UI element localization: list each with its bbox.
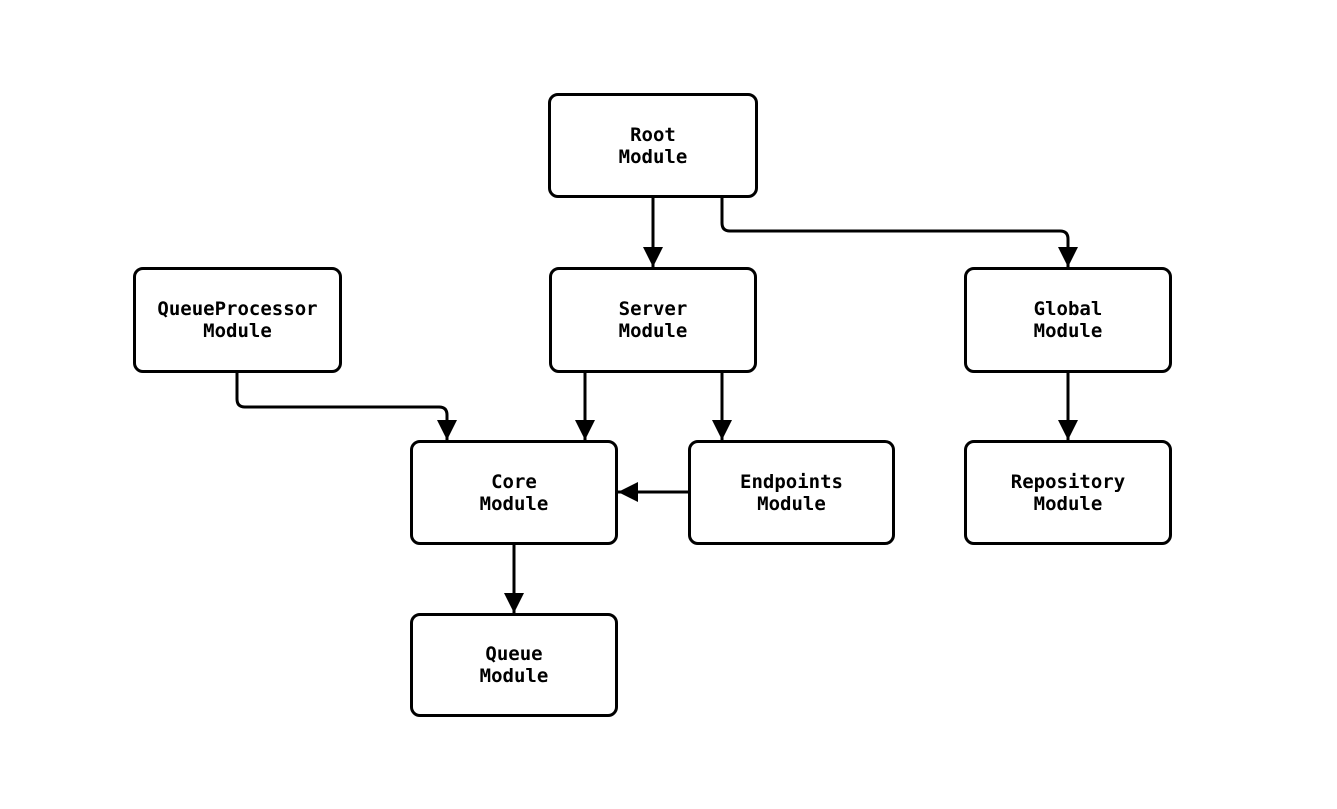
node-endpoints-label-line: Endpoints xyxy=(740,470,843,493)
node-root-label-line: Root xyxy=(630,123,676,146)
node-queueprocessor-label-line: QueueProcessor xyxy=(157,298,318,320)
node-queue-label-line: Queue xyxy=(485,643,543,665)
node-queue-label-line: Module xyxy=(479,665,549,687)
node-repository-label-line: Repository xyxy=(1010,470,1126,493)
node-queueprocessor-label-line: Module xyxy=(203,320,272,342)
node-server-label-line: Server xyxy=(618,298,688,320)
node-root-label-line: Module xyxy=(618,145,688,168)
node-global-label-line: Module xyxy=(1033,320,1103,342)
edge-root-to-global xyxy=(720,198,1078,267)
node-server-label-line: Module xyxy=(618,320,688,342)
node-core-label-line: Module xyxy=(479,492,549,515)
edge-queueprocessor-to-core xyxy=(235,373,457,440)
node-global-label-line: Global xyxy=(1033,298,1103,320)
node-repository-label-line: Module xyxy=(1033,492,1103,515)
node-core-label-line: Core xyxy=(491,470,537,493)
node-endpoints-label-line: Module xyxy=(757,492,826,515)
